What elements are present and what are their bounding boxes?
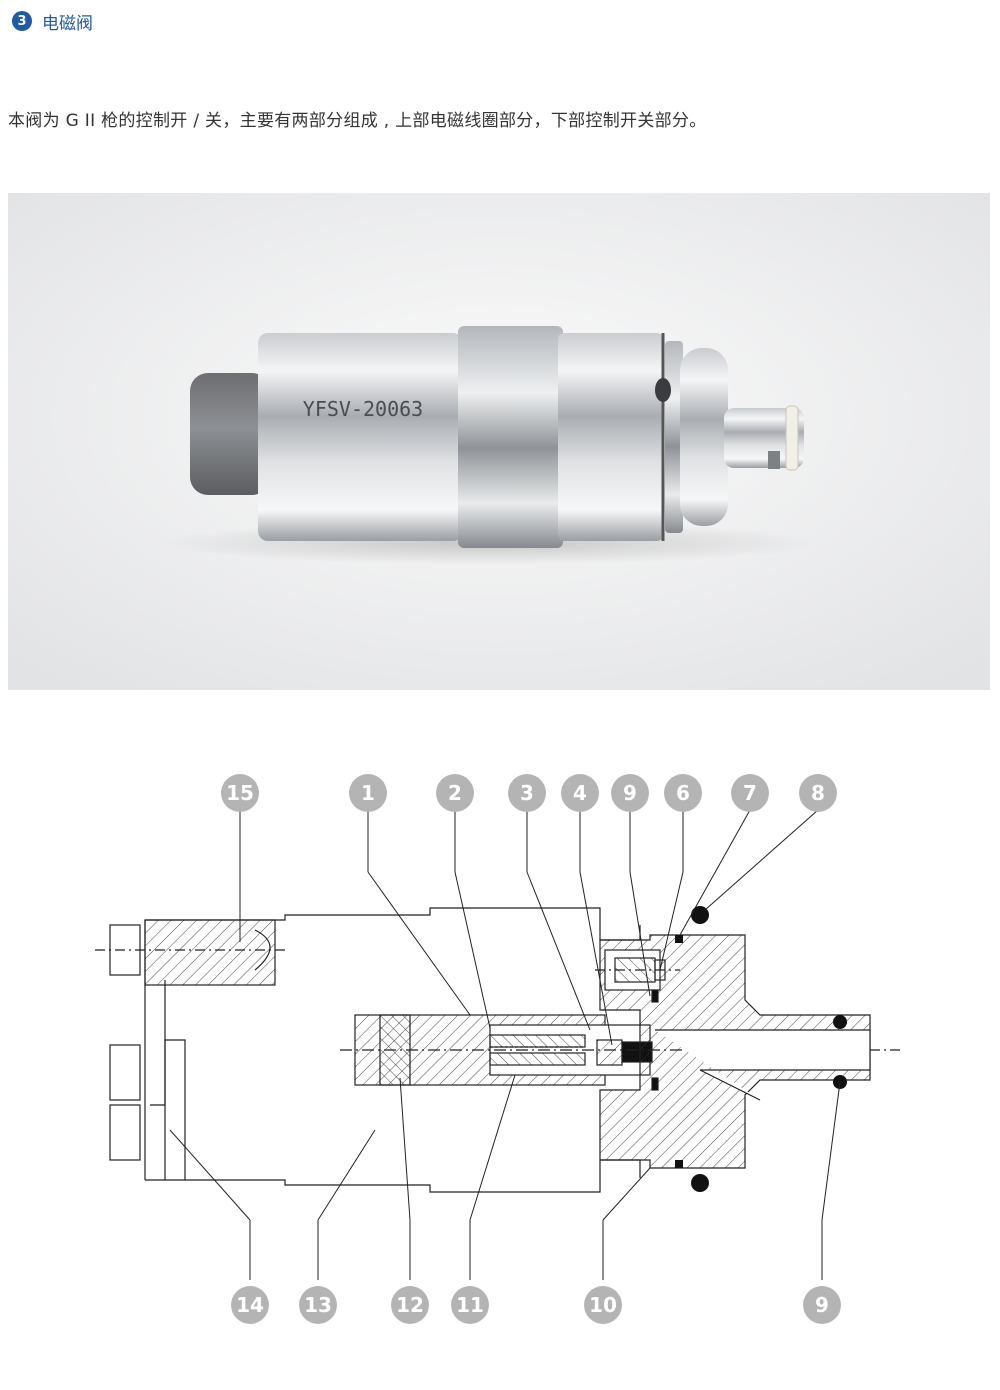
- svg-text:15: 15: [226, 781, 254, 805]
- svg-text:4: 4: [573, 781, 587, 805]
- top-callouts: 15 1 2 3 4 9 6 7 8: [221, 774, 837, 812]
- callout-13: 13: [299, 1286, 337, 1324]
- svg-text:10: 10: [589, 1293, 617, 1317]
- leader-lines: [169, 809, 841, 1280]
- callout-7: 7: [731, 774, 769, 812]
- svg-text:1: 1: [361, 781, 375, 805]
- section-header: 3 电磁阀: [12, 10, 93, 34]
- svg-text:9: 9: [815, 1293, 829, 1317]
- callout-8: 8: [799, 774, 837, 812]
- svg-text:7: 7: [743, 781, 757, 805]
- callout-1: 1: [349, 774, 387, 812]
- callout-12: 12: [391, 1286, 429, 1324]
- svg-text:12: 12: [396, 1293, 424, 1317]
- section-number-badge: 3: [12, 11, 32, 31]
- callout-14: 14: [231, 1286, 269, 1324]
- callout-3: 3: [508, 774, 546, 812]
- svg-text:9: 9: [623, 781, 637, 805]
- bottom-callouts: 14 13 12 11 10 9: [231, 1286, 841, 1324]
- svg-text:13: 13: [304, 1293, 332, 1317]
- cross-section-diagram: 15 1 2 3 4 9 6 7 8 14 13 12 11 10 9: [95, 774, 900, 1324]
- callout-6: 6: [664, 774, 702, 812]
- coil-body: [258, 333, 463, 541]
- svg-text:11: 11: [456, 1293, 484, 1317]
- callout-9-top: 9: [611, 774, 649, 812]
- product-photo: YFSV-20063: [8, 193, 990, 690]
- callout-11: 11: [451, 1286, 489, 1324]
- rubber-cap: [190, 373, 270, 495]
- callout-9-bottom: 9: [803, 1286, 841, 1324]
- callout-15: 15: [221, 774, 259, 812]
- svg-text:14: 14: [236, 1293, 264, 1317]
- model-engraving: YFSV-20063: [303, 397, 423, 421]
- intro-paragraph: 本阀为 G II 枪的控制开 / 关，主要有两部分组成 , 上部电磁线圈部分，下…: [8, 111, 707, 131]
- diagram-lines: [95, 907, 900, 1193]
- callout-4: 4: [561, 774, 599, 812]
- svg-text:2: 2: [448, 781, 462, 805]
- valve-stem: [724, 408, 804, 468]
- svg-text:3: 3: [520, 781, 534, 805]
- callout-2: 2: [436, 774, 474, 812]
- o-rings: [675, 906, 847, 1192]
- svg-text:8: 8: [811, 781, 825, 805]
- section-title: 电磁阀: [42, 13, 93, 34]
- svg-text:6: 6: [676, 781, 690, 805]
- callout-10: 10: [584, 1286, 622, 1324]
